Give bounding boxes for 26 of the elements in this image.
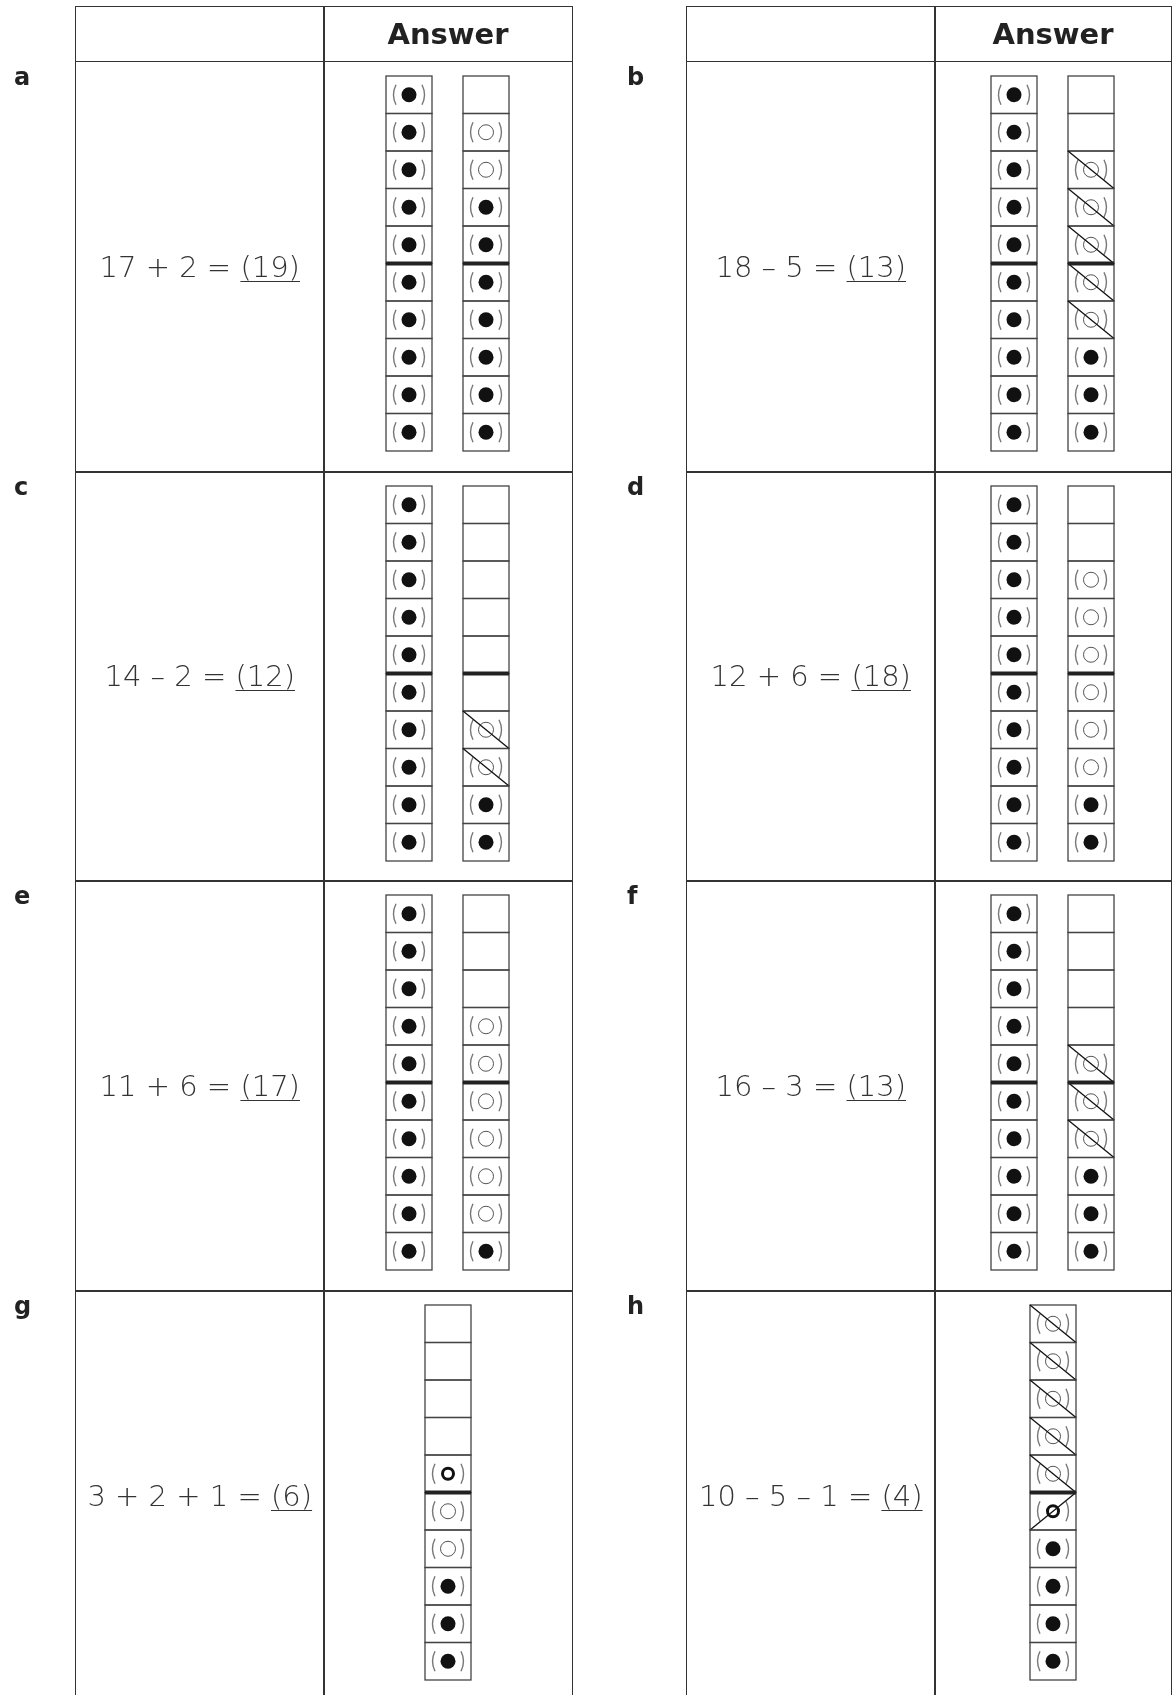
answer-blank: (4)	[881, 1478, 923, 1513]
question-letter: e	[14, 882, 31, 910]
answer-blank: (12)	[235, 659, 296, 694]
equation: 14 – 2 =	[104, 659, 227, 694]
question-letter: a	[14, 63, 31, 91]
equation: 17 + 2 =	[99, 249, 232, 284]
equation: 11 + 6 =	[99, 1068, 232, 1103]
question-letter: f	[627, 882, 638, 910]
column-header: Answer	[386, 17, 510, 51]
question-letter: h	[627, 1292, 645, 1320]
equation: 18 – 5 =	[715, 249, 838, 284]
question-letter: d	[627, 473, 645, 501]
answer-blank: (13)	[846, 1068, 907, 1103]
answer-blank: (13)	[846, 249, 907, 284]
answer-blank: (18)	[851, 659, 911, 694]
answer-blank: (19)	[240, 249, 300, 284]
equation: 10 – 5 – 1 =	[699, 1478, 873, 1513]
question-letter: c	[14, 473, 29, 501]
question-letter: b	[627, 63, 645, 91]
equation: 12 + 6 =	[710, 659, 843, 694]
answer-blank: (17)	[240, 1068, 300, 1103]
answer-blank: (6)	[271, 1478, 313, 1513]
equation: 3 + 2 + 1 =	[87, 1478, 262, 1513]
question-letter: g	[14, 1292, 32, 1320]
equation: 16 – 3 =	[715, 1068, 838, 1103]
column-header: Answer	[991, 17, 1115, 51]
